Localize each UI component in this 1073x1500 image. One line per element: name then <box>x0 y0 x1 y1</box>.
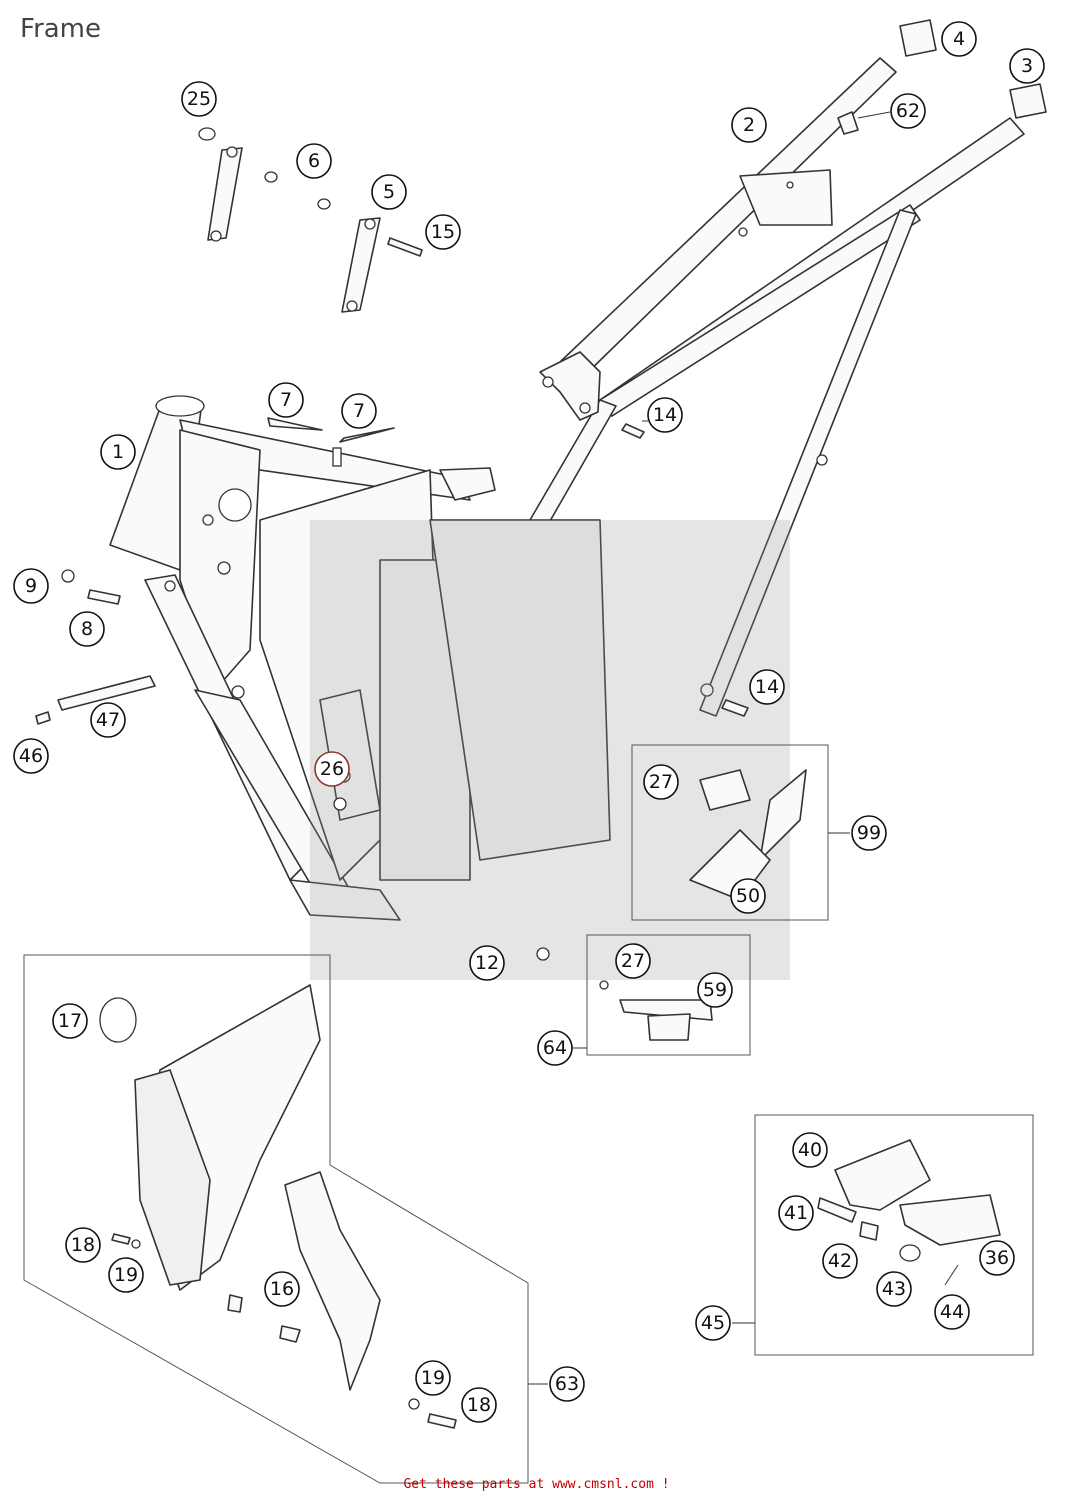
callout-36: 36 <box>979 1240 1015 1276</box>
callout-7b: 7 <box>341 393 377 429</box>
callout-18b: 18 <box>461 1387 497 1423</box>
callout-42: 42 <box>822 1243 858 1279</box>
svg-text:59: 59 <box>703 979 727 1001</box>
callout-62: 62 <box>890 93 926 129</box>
svg-text:25: 25 <box>187 88 211 110</box>
leader-lines <box>528 111 891 1385</box>
callout-99: 99 <box>851 815 887 851</box>
callout-6: 6 <box>296 143 332 179</box>
svg-text:19: 19 <box>421 1367 445 1389</box>
callout-5: 5 <box>371 174 407 210</box>
svg-text:36: 36 <box>985 1247 1009 1269</box>
svg-text:19: 19 <box>114 1264 138 1286</box>
frame-protectors-group <box>23 954 529 1484</box>
svg-text:26: 26 <box>320 758 344 780</box>
callout-2: 2 <box>731 107 767 143</box>
callout-18a: 18 <box>65 1227 101 1263</box>
svg-text:14: 14 <box>755 676 779 698</box>
svg-text:12: 12 <box>475 952 499 974</box>
hardware-parts <box>35 417 749 961</box>
svg-text:15: 15 <box>431 221 455 243</box>
callout-47: 47 <box>90 702 126 738</box>
callout-64: 64 <box>537 1030 573 1066</box>
svg-text:45: 45 <box>701 1312 725 1334</box>
callout-14a: 14 <box>647 397 683 433</box>
svg-text:18: 18 <box>71 1234 95 1256</box>
callout-43: 43 <box>876 1271 912 1307</box>
svg-text:99: 99 <box>857 822 881 844</box>
callout-8: 8 <box>69 611 105 647</box>
source-footer-link[interactable]: Get these parts at www.cmsnl.com ! <box>403 1477 670 1492</box>
svg-text:17: 17 <box>58 1010 82 1032</box>
engine-hangers <box>198 127 423 313</box>
callout-9: 9 <box>13 568 49 604</box>
svg-text:8: 8 <box>81 618 93 640</box>
callout-59: 59 <box>697 972 733 1008</box>
callout-17: 17 <box>52 1003 88 1039</box>
svg-text:9: 9 <box>25 575 37 597</box>
svg-text:6: 6 <box>308 150 320 172</box>
callout-40: 40 <box>792 1132 828 1168</box>
callouts: 1 2 3 4 5 6 7 7 8 9 12 14 14 15 16 17 18… <box>13 21 1045 1423</box>
callout-50: 50 <box>730 878 766 914</box>
svg-text:64: 64 <box>543 1037 567 1059</box>
svg-text:46: 46 <box>19 745 43 767</box>
callout-4: 4 <box>941 21 977 57</box>
svg-text:2: 2 <box>743 114 755 136</box>
subframe-drawing <box>529 57 1025 717</box>
svg-text:18: 18 <box>467 1394 491 1416</box>
svg-text:43: 43 <box>882 1278 906 1300</box>
callout-25: 25 <box>181 81 217 117</box>
callout-12: 12 <box>469 945 505 981</box>
callout-19b: 19 <box>415 1360 451 1396</box>
callout-15: 15 <box>425 214 461 250</box>
svg-text:1: 1 <box>112 441 124 463</box>
callout-63: 63 <box>549 1366 585 1402</box>
svg-text:3: 3 <box>1021 55 1033 77</box>
watermark-logo <box>310 520 790 980</box>
svg-text:16: 16 <box>270 1278 294 1300</box>
callout-3: 3 <box>1009 48 1045 84</box>
svg-text:63: 63 <box>555 1373 579 1395</box>
callout-45: 45 <box>695 1305 731 1341</box>
page-title: Frame <box>20 14 102 44</box>
callout-16: 16 <box>264 1271 300 1307</box>
svg-text:5: 5 <box>383 181 395 203</box>
callout-19a: 19 <box>108 1257 144 1293</box>
svg-text:62: 62 <box>896 100 920 122</box>
callout-7a: 7 <box>268 382 304 418</box>
svg-text:4: 4 <box>953 28 965 50</box>
callout-26: 26 <box>314 751 350 787</box>
callout-14b: 14 <box>749 669 785 705</box>
callout-27b: 27 <box>615 943 651 979</box>
callout-1: 1 <box>100 434 136 470</box>
chain-slider-group <box>586 934 751 1056</box>
svg-text:47: 47 <box>96 709 120 731</box>
callout-41: 41 <box>778 1195 814 1231</box>
footrest-group <box>754 1114 1034 1356</box>
svg-text:7: 7 <box>280 389 292 411</box>
svg-text:7: 7 <box>353 400 365 422</box>
svg-text:44: 44 <box>940 1301 964 1323</box>
svg-text:42: 42 <box>828 1250 852 1272</box>
callout-27a: 27 <box>643 764 679 800</box>
callout-44: 44 <box>934 1294 970 1330</box>
main-frame-drawing <box>109 395 611 921</box>
svg-text:14: 14 <box>653 404 677 426</box>
svg-text:41: 41 <box>784 1202 808 1224</box>
plug-parts <box>837 19 1047 135</box>
callout-46: 46 <box>13 738 49 774</box>
svg-text:27: 27 <box>621 950 645 972</box>
svg-text:40: 40 <box>798 1139 822 1161</box>
svg-text:50: 50 <box>736 885 760 907</box>
svg-text:27: 27 <box>649 771 673 793</box>
